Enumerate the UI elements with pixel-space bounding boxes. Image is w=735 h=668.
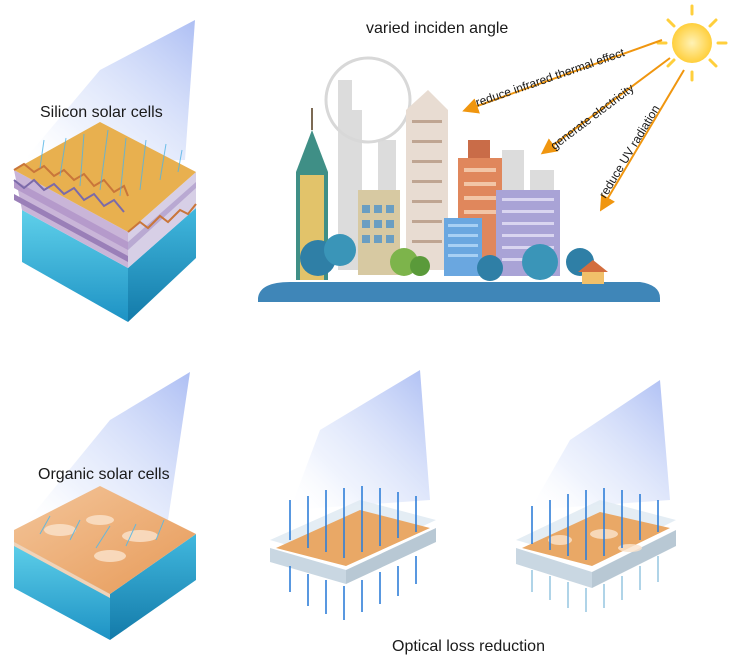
ray-arrow-uv	[599, 69, 685, 212]
top-title: varied inciden angle	[366, 20, 509, 37]
planar-cell	[270, 370, 436, 620]
organic-cell	[14, 372, 196, 640]
ray-arrow-infrared	[462, 39, 663, 114]
sun-icon	[656, 4, 728, 82]
bottom-title: Optical loss reduction	[392, 638, 545, 655]
organic-label: Organic solar cells	[38, 466, 170, 483]
light-beam	[20, 20, 195, 165]
ray-arrow-electricity	[540, 57, 671, 155]
ferris-wheel	[324, 56, 412, 144]
silicon-cell	[13, 20, 197, 322]
silicon-label: Silicon solar cells	[40, 104, 163, 121]
city-scene	[258, 56, 660, 302]
textured-cell	[516, 380, 676, 612]
